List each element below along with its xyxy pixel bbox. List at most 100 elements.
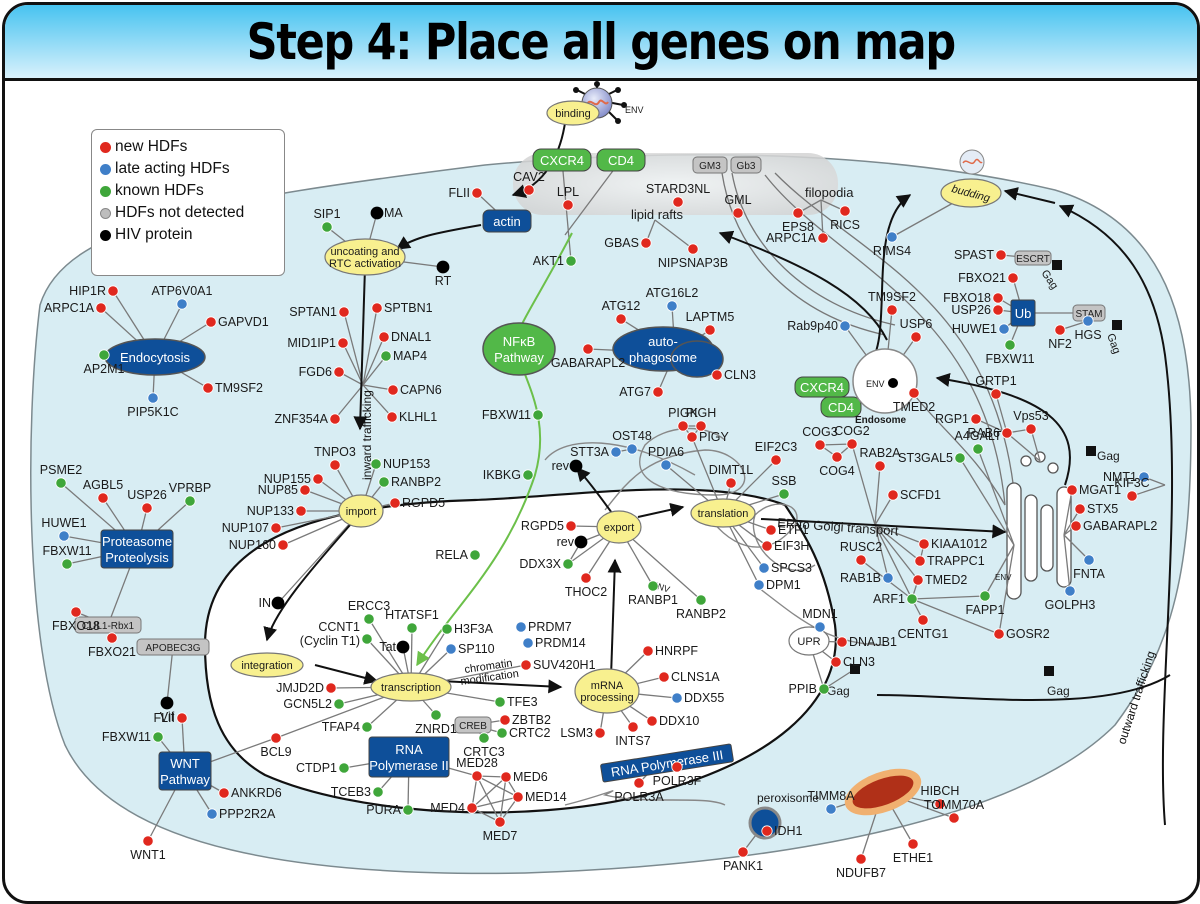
gene-node-hgs[interactable]: HGS (1074, 315, 1102, 342)
gene-node-med14[interactable]: MED14 (512, 790, 567, 804)
gene-node-eif2c3[interactable]: EIF2C3 (755, 440, 797, 466)
gene-node-rgp1[interactable]: RGP1 (935, 412, 982, 426)
gene-node-ppp2r2a[interactable]: PPP2R2A (206, 807, 276, 821)
gene-node-ap2m1[interactable]: AP2M1 (84, 349, 125, 376)
gene-node-rgpd5_b[interactable]: RGPD5 (521, 519, 577, 533)
gene-node-gcn5l2[interactable]: GCN5L2 (283, 697, 345, 711)
gene-node-in[interactable]: IN (259, 596, 285, 610)
gene-node-nipsnap3b[interactable]: NIPSNAP3B (658, 243, 728, 270)
gene-node-crtc3[interactable]: CRTC3 (463, 732, 505, 759)
gene-node-golph3[interactable]: GOLPH3 (1045, 585, 1096, 612)
gene-node-timm8a[interactable]: TIMM8A (807, 789, 855, 815)
gene-node-sip1[interactable]: SIP1 (313, 207, 341, 233)
gene-node-nup153[interactable]: NUP153 (370, 457, 430, 471)
gene-node-map4[interactable]: MAP4 (380, 349, 427, 363)
gene-node-cln3_a[interactable]: CLN3 (711, 368, 756, 382)
gene-node-centg1[interactable]: CENTG1 (898, 614, 949, 641)
gene-node-atg12[interactable]: ATG12 (602, 299, 641, 325)
gene-node-ranbp2_b[interactable]: RANBP2 (676, 594, 726, 621)
gene-node-lsm3[interactable]: LSM3 (560, 726, 606, 740)
gene-node-eps8[interactable]: EPS8 (782, 207, 814, 234)
gene-node-atg7[interactable]: ATG7 (619, 385, 664, 399)
gene-node-arpc1a_b[interactable]: ARPC1A (44, 301, 107, 315)
gene-node-wnt1[interactable]: WNT1 (130, 835, 166, 862)
gene-node-gml[interactable]: GML (724, 193, 752, 219)
gene-node-cln3_b[interactable]: CLN3 (830, 655, 875, 669)
gene-node-cog3[interactable]: COG3 (802, 425, 838, 451)
gene-node-dnal1[interactable]: DNAL1 (378, 330, 432, 344)
gene-node-rab2a[interactable]: RAB2A (860, 446, 902, 472)
gene-node-cog2[interactable]: COG2 (834, 424, 870, 450)
gene-node-dpm1[interactable]: DPM1 (753, 578, 801, 592)
gene-node-arf1[interactable]: ARF1 (873, 592, 918, 606)
gene-node-rev_a[interactable]: rev (552, 459, 583, 473)
gene-node-fgd6[interactable]: FGD6 (299, 365, 345, 379)
gene-node-ethe1[interactable]: ETHE1 (893, 838, 933, 865)
gene-node-sptbn1[interactable]: SPTBN1 (371, 301, 433, 315)
gene-node-rims4[interactable]: RIMS4 (873, 231, 911, 258)
gene-node-eif3h[interactable]: EIF3H (761, 539, 810, 553)
gene-node-tm9sf2_b[interactable]: TM9SF2 (202, 381, 263, 395)
gene-node-tm9sf2_a[interactable]: TM9SF2 (868, 290, 916, 316)
gene-node-dimt1l[interactable]: DIMT1L (709, 463, 754, 489)
gene-node-vps53[interactable]: Vps53 (1013, 409, 1049, 435)
gene-node-laptm5[interactable]: LAPTM5 (686, 310, 735, 336)
gene-node-cog4[interactable]: COG4 (819, 451, 855, 478)
gene-node-nup133[interactable]: NUP133 (247, 504, 307, 518)
gene-node-mid1ip1[interactable]: MID1IP1 (287, 336, 349, 350)
gene-node-ppib[interactable]: PPIB (789, 682, 830, 696)
gene-node-gbas[interactable]: GBAS (604, 236, 652, 250)
gene-node-stt3a[interactable]: STT3A (570, 445, 622, 459)
gene-node-tomm70a[interactable]: TOMM70A (924, 798, 985, 824)
gene-node-pank1[interactable]: PANK1 (723, 846, 763, 873)
gene-node-sp110[interactable]: SP110 (445, 642, 495, 656)
gene-node-ddx10[interactable]: DDX10 (646, 714, 700, 728)
gene-node-prdm14[interactable]: PRDM14 (522, 636, 586, 650)
gene-node-spast[interactable]: SPAST (954, 248, 1007, 262)
gene-node-trappc1[interactable]: TRAPPC1 (914, 554, 985, 568)
gene-node-ost48[interactable]: OST48 (612, 429, 652, 455)
gene-node-rt[interactable]: RT (435, 260, 452, 288)
gene-node-atg16l2[interactable]: ATG16L2 (646, 286, 699, 312)
gene-node-pigk[interactable]: PIGK (668, 406, 699, 432)
gene-node-pigy[interactable]: PIGY (686, 430, 730, 444)
gene-node-idh1[interactable]: IDH1 (761, 824, 803, 838)
gene-node-rev_b[interactable]: rev (557, 535, 588, 549)
gene-node-thoc2[interactable]: THOC2 (565, 572, 607, 599)
gene-node-rela[interactable]: RELA (435, 548, 481, 562)
gene-node-nup85[interactable]: NUP85 (258, 483, 311, 497)
gene-node-nup155[interactable]: NUP155 (264, 472, 324, 486)
gene-node-usp26_a[interactable]: USP26 (951, 303, 1004, 317)
gene-node-tmed2_a[interactable]: TMED2 (893, 387, 935, 414)
gene-node-med7[interactable]: MED7 (483, 816, 518, 843)
gene-node-znf354a[interactable]: ZNF354A (275, 412, 341, 426)
gene-node-ndufb7[interactable]: NDUFB7 (836, 853, 886, 880)
gene-node-bcl9[interactable]: BCL9 (260, 732, 292, 759)
gene-node-ankrd6[interactable]: ANKRD6 (218, 786, 282, 800)
gene-node-rgpd5_a[interactable]: RGPD5 (389, 496, 445, 510)
gene-node-pip5k1c[interactable]: PIP5K1C (127, 392, 179, 419)
gene-node-rics[interactable]: RICS (830, 205, 860, 232)
gene-node-polr3f[interactable]: POLR3F (653, 761, 702, 788)
gene-node-st3gal5[interactable]: ST3GAL5 (898, 451, 966, 465)
gene-node-vprbp[interactable]: VPRBP (169, 481, 211, 507)
gene-node-fbxw11_d[interactable]: FBXW11 (102, 730, 164, 744)
gene-node-tceb3[interactable]: TCEB3 (331, 785, 384, 799)
gene-node-med6[interactable]: MED6 (500, 770, 548, 784)
gene-node-fbxw11_c[interactable]: FBXW11 (42, 544, 92, 570)
gene-node-suv420h1[interactable]: SUV420H1 (520, 658, 596, 672)
gene-node-tnpo3[interactable]: TNPO3 (314, 445, 356, 471)
gene-node-polr3a[interactable]: POLR3A (614, 777, 664, 804)
gene-node-fbxo18_a[interactable]: FBXO18 (943, 291, 1004, 305)
gene-node-huwe1_a[interactable]: HUWE1 (952, 322, 1010, 336)
gene-node-ddx3x[interactable]: DDX3X (519, 557, 574, 571)
gene-node-ctdp1[interactable]: CTDP1 (296, 761, 350, 775)
gene-node-ikbkg[interactable]: IKBKG (483, 468, 534, 482)
gene-node-hnrpf[interactable]: HNRPF (642, 644, 699, 658)
gene-node-psme2[interactable]: PSME2 (40, 463, 82, 489)
gene-node-fbxo18_b[interactable]: FBXO18 (52, 606, 100, 633)
gene-node-pura[interactable]: PURA (366, 803, 414, 817)
gene-node-ints7[interactable]: INTS7 (615, 721, 651, 748)
gene-node-ddx55[interactable]: DDX55 (671, 691, 725, 705)
gene-node-etf1[interactable]: ETF1 (765, 523, 809, 537)
